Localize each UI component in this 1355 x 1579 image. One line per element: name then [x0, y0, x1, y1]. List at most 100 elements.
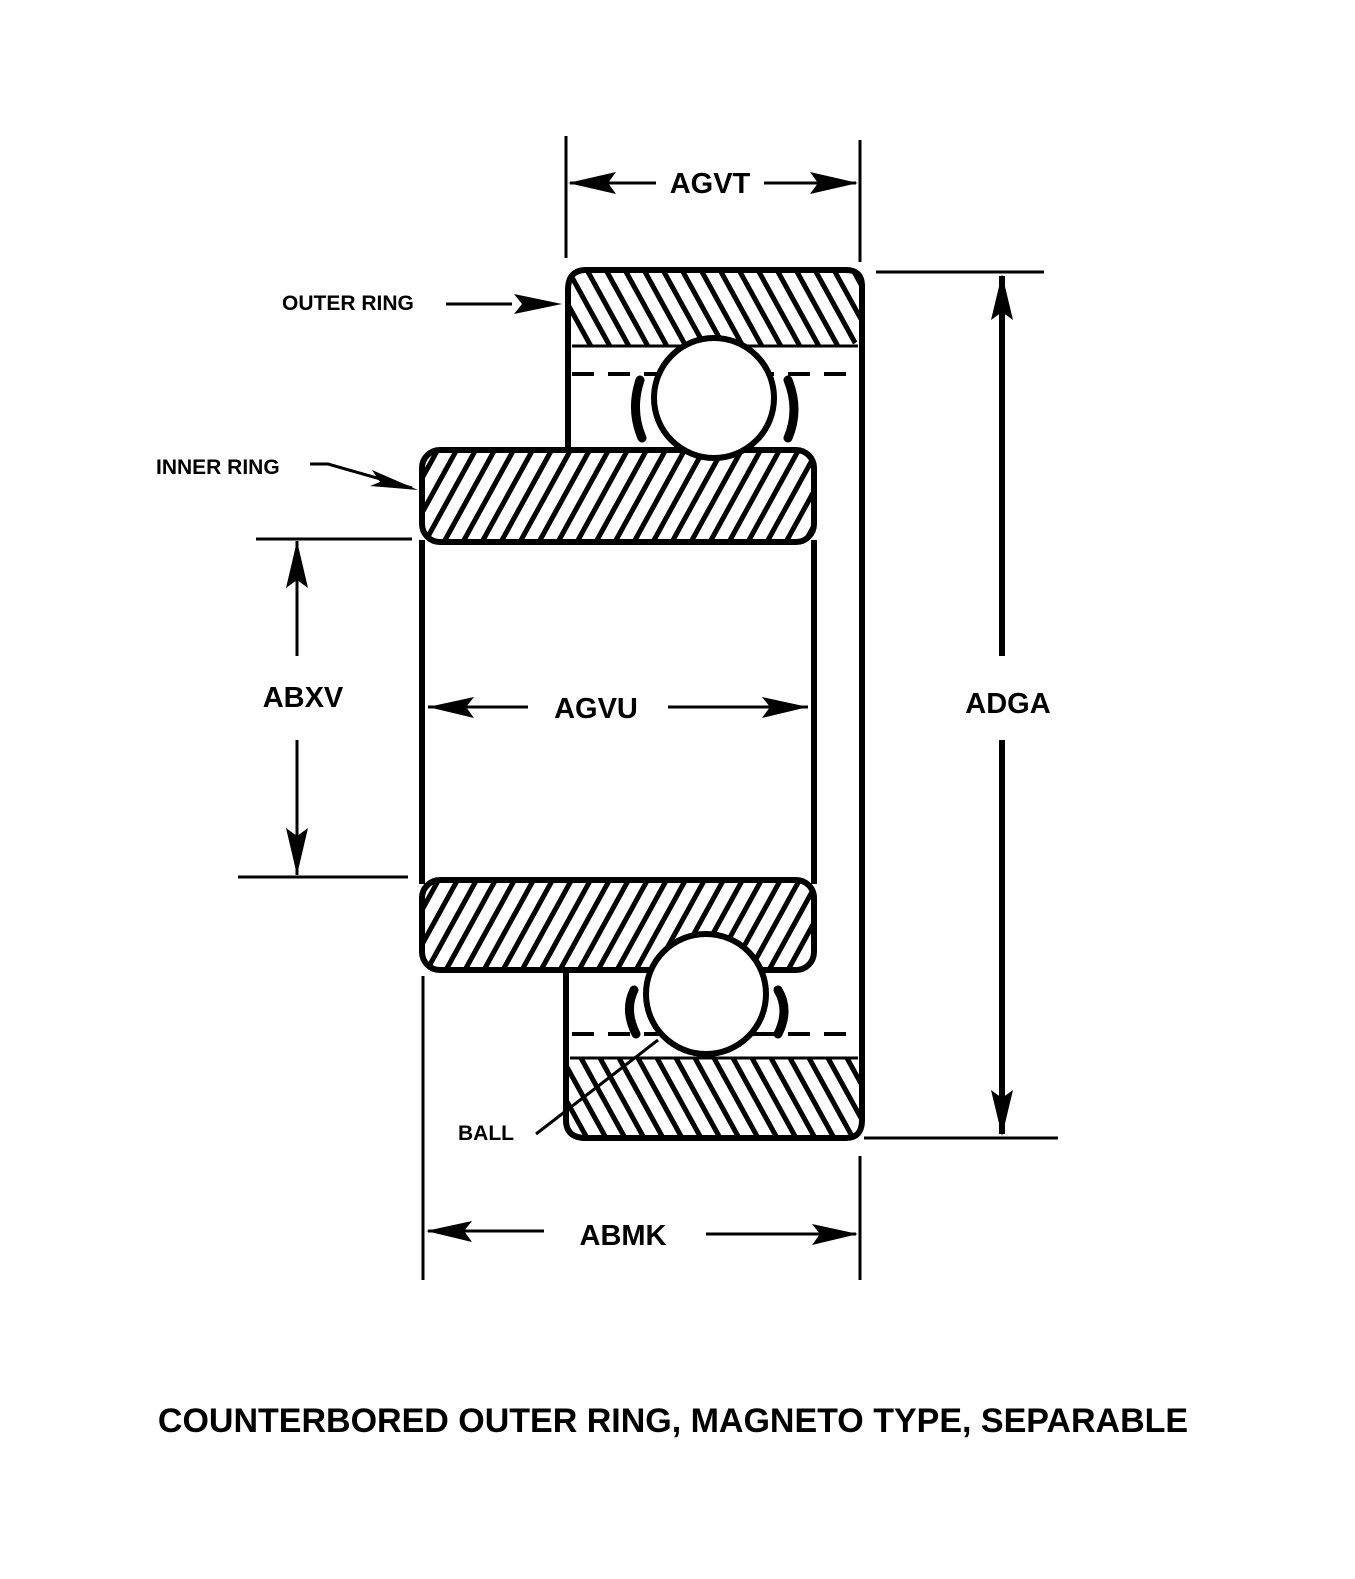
arrowhead-left-icon — [428, 697, 474, 718]
hatch-line — [616, 1058, 666, 1138]
hatch-line — [826, 880, 876, 970]
inner-ring — [332, 447, 952, 973]
dimension-label-adga: ADGA — [965, 688, 1050, 720]
hatch-line — [578, 1058, 628, 1138]
hatch-line — [441, 450, 497, 542]
hatch-line — [422, 880, 441, 970]
hatch-line — [669, 450, 725, 542]
hatch-line — [498, 450, 554, 542]
hatch-line — [332, 880, 382, 970]
hatch-line — [631, 450, 687, 542]
hatch-line — [774, 270, 821, 346]
hatch-line — [793, 270, 840, 346]
hatch-line — [673, 1058, 723, 1138]
hatch-line — [351, 880, 401, 970]
hatch-line — [736, 270, 783, 346]
inner-ring-bottom-hatch — [332, 880, 952, 970]
hatch-line — [785, 880, 814, 970]
hatch-line — [422, 450, 459, 542]
hatch-line — [864, 880, 914, 970]
hatch-line — [844, 1058, 862, 1138]
hatch-line — [866, 1058, 910, 1138]
dimension-abmk: ABMK — [421, 976, 862, 1280]
hatch-line — [768, 1058, 818, 1138]
hatch-line — [612, 450, 668, 542]
outer-ring-top-hatch — [568, 270, 971, 346]
hatch-line — [622, 270, 669, 346]
hatch-line — [862, 450, 913, 542]
hatch-line — [568, 270, 612, 346]
hatch-line — [783, 450, 814, 542]
hatch-line — [566, 1058, 590, 1138]
hatch-line — [500, 880, 555, 970]
hatch-line — [812, 270, 859, 346]
hatch-line — [902, 880, 952, 970]
hatch-line — [370, 880, 420, 970]
hatch-line — [597, 1058, 647, 1138]
hatch-line — [885, 1058, 929, 1138]
ball-top — [631, 335, 799, 461]
arrowhead-left-icon — [426, 1221, 472, 1242]
hatch-line — [536, 450, 592, 542]
hatch-line — [584, 270, 631, 346]
hatch-line — [831, 270, 862, 346]
hatch-line — [422, 880, 460, 970]
callout-label-inner-ring: INNER RING — [156, 456, 280, 479]
arrowhead-down-icon — [286, 828, 308, 875]
hatch-line — [460, 450, 516, 542]
hatch-line — [650, 450, 706, 542]
cage-bottom-right — [773, 985, 789, 1039]
outer-ring-bottom-hatch — [566, 1058, 929, 1138]
callout-inner-ring: INNER RING — [156, 456, 418, 490]
hatch-line — [749, 1058, 799, 1138]
hatch-line — [825, 1058, 862, 1138]
dimension-abxv: ABXV — [238, 537, 412, 879]
leader-line — [535, 1038, 659, 1136]
hatch-line — [679, 270, 726, 346]
arrowhead-left-icon — [568, 172, 616, 194]
arrowhead-up-icon — [991, 274, 1013, 320]
hatch-line — [766, 880, 814, 970]
hatch-line — [806, 1058, 856, 1138]
hatch-line — [603, 270, 650, 346]
callout-ball: BALL — [458, 1038, 659, 1145]
hatch-line — [843, 450, 894, 542]
arrowhead-right-icon — [514, 294, 562, 314]
hatch-line — [443, 880, 498, 970]
hatch-line — [424, 880, 479, 970]
hatch-line — [557, 880, 612, 970]
hatch-line — [692, 1058, 742, 1138]
hatch-line — [726, 450, 782, 542]
hatch-line — [900, 450, 951, 542]
hatch-line — [538, 880, 593, 970]
hatch-line — [910, 270, 952, 346]
hatch-line — [755, 270, 802, 346]
hatch-line — [574, 450, 630, 542]
hatch-line — [635, 1058, 685, 1138]
hatch-line — [929, 270, 971, 346]
hatch-line — [641, 270, 688, 346]
cage-top-right — [783, 375, 799, 443]
hatch-line — [660, 270, 707, 346]
arrowhead-down-icon — [991, 1090, 1013, 1136]
hatch-line — [850, 270, 862, 346]
hatch-line — [891, 270, 933, 346]
hatch-line — [633, 880, 688, 970]
inner-ring-top-hatch — [349, 450, 951, 542]
hatch-line — [747, 880, 802, 970]
cage-top-left — [631, 375, 647, 443]
hatch-line — [717, 270, 764, 346]
dimension-label-agvu: AGVU — [554, 693, 638, 725]
dimension-adga: ADGA — [864, 270, 1058, 1140]
hatch-line — [462, 880, 517, 970]
hatch-line — [711, 1058, 761, 1138]
callout-label-ball: BALL — [458, 1122, 514, 1145]
hatch-line — [349, 450, 400, 542]
dimension-agvu: AGVU — [428, 693, 808, 725]
hatch-line — [368, 450, 419, 542]
outer-ring — [563, 267, 971, 1141]
hatch-line — [707, 450, 763, 542]
dimension-label-agvt: AGVT — [670, 168, 751, 200]
arrowhead-right-icon — [810, 172, 858, 194]
arrowhead-up-icon — [286, 541, 308, 588]
